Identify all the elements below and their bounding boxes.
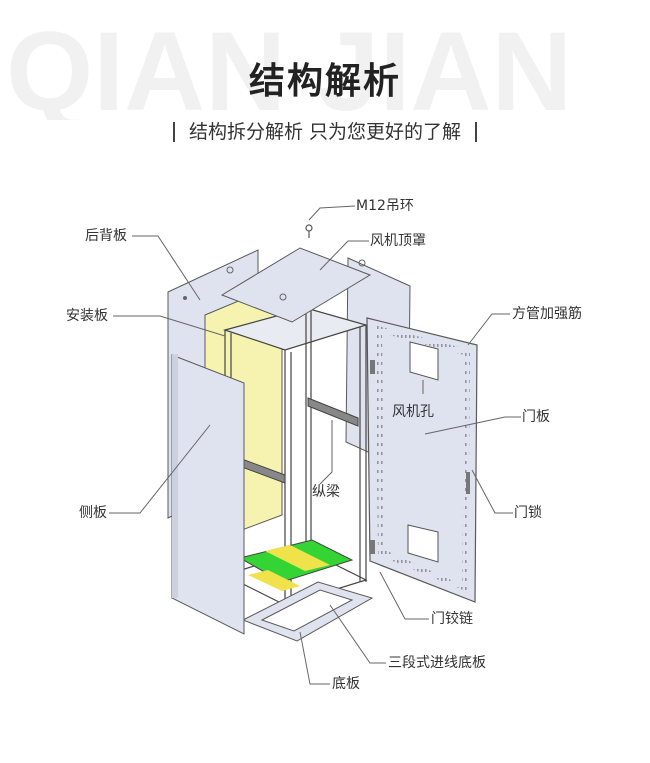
vent-hole-top (409, 341, 439, 381)
subtitle-left-bar (173, 122, 175, 142)
watermark-text: QIAN JIAN (6, 9, 572, 120)
label-m12-eye-bolt: M12吊环 (356, 198, 414, 214)
label-door-panel: 门板 (522, 409, 550, 425)
label-side-panel: 侧板 (79, 505, 107, 521)
floor-yellow-strip (248, 570, 300, 591)
rear-panel-hole (183, 296, 187, 300)
label-bottom-plate: 底板 (332, 676, 360, 692)
watermark: QIAN JIAN (6, 9, 572, 120)
page-subtitle: 结构拆分解析 只为您更好的了解 (0, 117, 650, 144)
vent-hole-bottom (407, 524, 439, 563)
label-square-tube-rib: 方管加强筋 (512, 306, 582, 322)
subtitle-right-bar (475, 122, 477, 142)
label-fan-vent: 风机孔 (392, 404, 434, 420)
door-hinge (370, 540, 375, 554)
label-mounting-plate: 安装板 (66, 308, 108, 324)
door-lock-handle (466, 472, 470, 494)
label-cable-entry-base: 三段式进线底板 (388, 655, 486, 671)
left-side-panel (171, 354, 245, 635)
leader-lines (109, 205, 521, 685)
longitudinal-beam (307, 397, 359, 427)
floor-yellow-strip (265, 545, 330, 571)
label-longitudinal-beam: 纵梁 (312, 484, 340, 500)
label-rear-panel: 后背板 (85, 228, 127, 244)
label-door-lock: 门锁 (514, 505, 542, 521)
label-door-hinge: 门铰链 (431, 611, 473, 627)
page-title: 结构解析 (248, 61, 401, 102)
fan-top-cover (220, 247, 372, 323)
label-fan-top-cover: 风机顶罩 (370, 233, 426, 249)
subtitle-text: 结构拆分解析 只为您更好的了解 (188, 121, 462, 143)
eye-bolt-icon (305, 224, 313, 232)
rear-panel-hole (226, 266, 234, 274)
